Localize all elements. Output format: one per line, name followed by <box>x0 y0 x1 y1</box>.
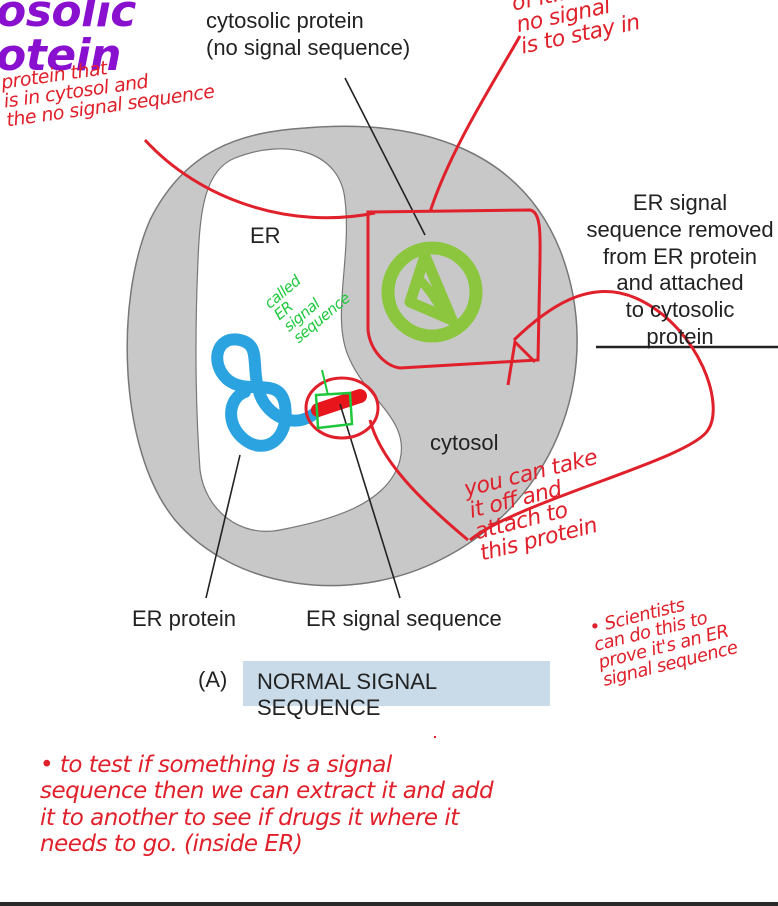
arrow-text-line: protein <box>646 324 714 350</box>
annotation-green-box <box>314 391 354 430</box>
er-protein-leader <box>205 454 241 599</box>
annotation-purple-heading: osolic otein <box>0 0 136 81</box>
annotation-connector-top <box>143 138 376 220</box>
arrow-text-line: ER signal <box>632 190 728 215</box>
bottom-border <box>0 902 778 906</box>
cytosolic-protein-label: cytosolic protein (no signal sequence) <box>206 8 410 62</box>
annotation-connector-top-right <box>428 35 522 213</box>
panel-tag: (A) <box>198 667 228 692</box>
er-label: ER <box>250 223 281 248</box>
arrow-description: ER signal sequence removed from ER prote… <box>575 190 778 351</box>
signal-sequence-shape <box>311 389 367 417</box>
arrow-text-line: from ER protein <box>602 243 758 269</box>
panel-title-banner: NORMAL SIGNAL SEQUENCE <box>243 661 550 720</box>
annotation-circle-signal <box>304 376 380 440</box>
arrow-text-line: to cytosolic <box>625 297 735 323</box>
cytosolic-protein-leader <box>344 77 426 236</box>
cytosolic-protein-shape <box>381 241 483 343</box>
arrow-text-line: and attached <box>616 270 744 296</box>
er-signal-sequence-label: ER signal sequence <box>306 606 502 631</box>
annotation-red-bottom: • to test if something is a signal seque… <box>40 752 494 858</box>
cytosol-label: cytosol <box>430 430 499 455</box>
cytosolic-protein-label-line2: (no signal sequence) <box>206 34 411 60</box>
er-protein-label: ER protein <box>132 606 236 631</box>
panel-title: NORMAL SIGNAL SEQUENCE <box>257 669 437 720</box>
annotation-connector-take-off <box>368 419 469 542</box>
er-protein-shape <box>211 333 324 452</box>
arrow-text-line: sequence removed <box>586 216 774 242</box>
cytosolic-protein-label-line1: cytosolic protein <box>206 8 364 33</box>
annotation-box-protein <box>366 208 542 370</box>
